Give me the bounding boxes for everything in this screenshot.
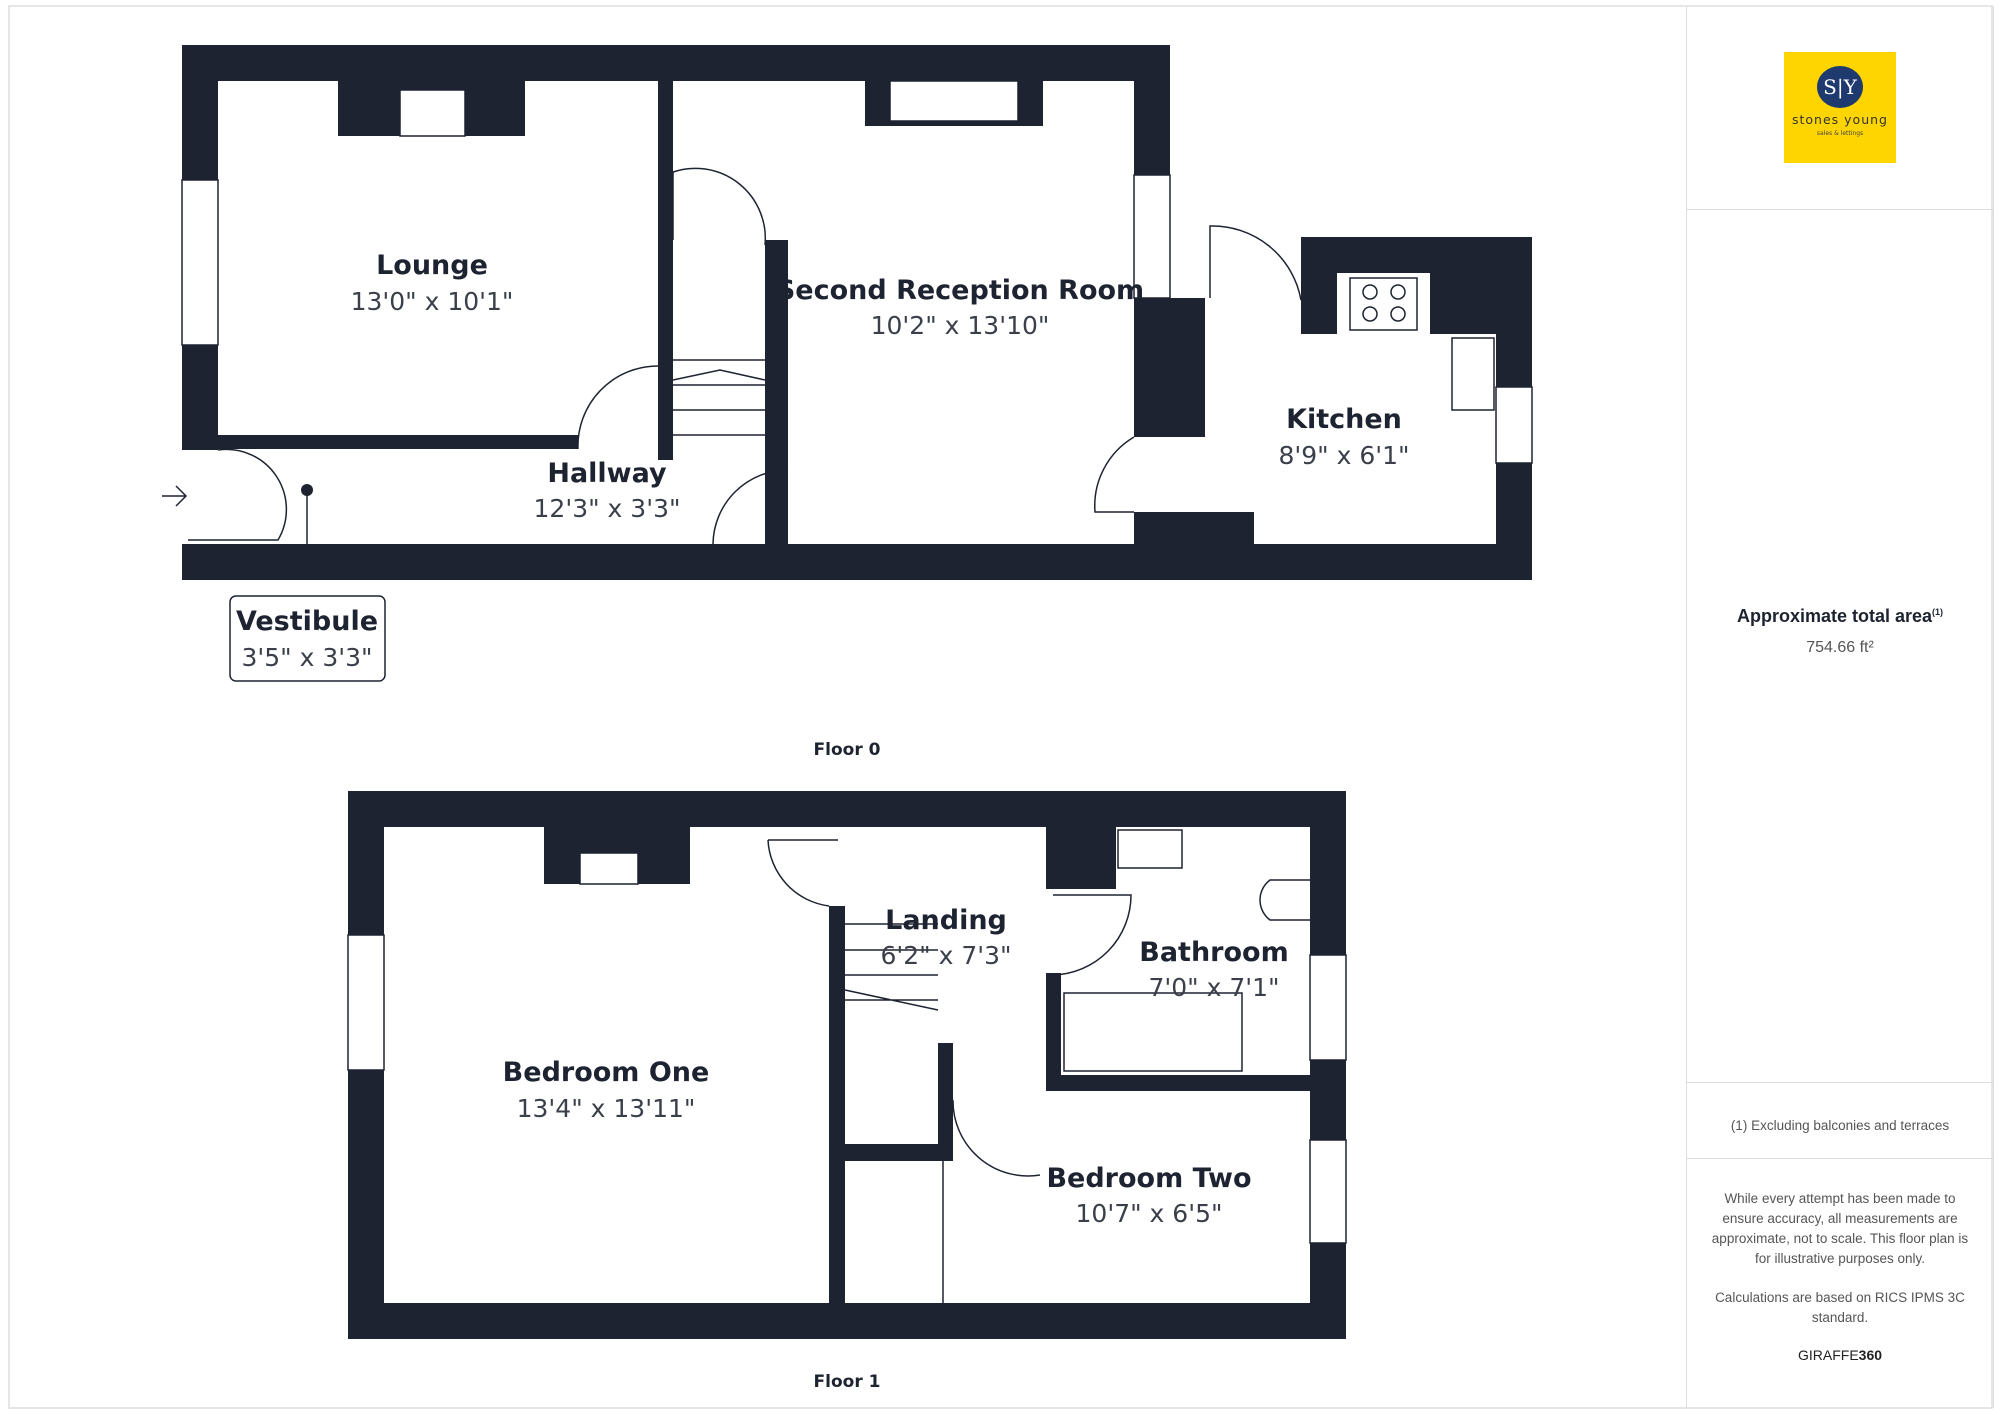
room-name-bathroom: Bathroom [1139, 937, 1288, 968]
floor-0-walls [162, 45, 1533, 580]
giraffe360-brand: GIRAFFE360 [1797, 1347, 1883, 1363]
vestibule-label-box [229, 595, 386, 682]
logo-tagline: sales & lettings [1816, 130, 1864, 137]
logo-monogram: S|Y [1817, 66, 1863, 108]
room-dims-bedroom-one: 13'4" x 13'11" [517, 1094, 696, 1123]
divider [1687, 1158, 1993, 1159]
room-name-lounge: Lounge [376, 250, 488, 281]
room-name-hallway: Hallway [547, 458, 667, 489]
footnote: (1) Excluding balconies and terraces [1730, 1118, 1950, 1133]
room-dims-bathroom: 7'0" x 7'1" [1148, 973, 1279, 1002]
room-name-second-reception: Second Reception Room [776, 275, 1144, 306]
room-dims-vestibule: 3'5" x 3'3" [241, 643, 372, 672]
page-frame [8, 5, 1993, 1409]
floor-1-labels: Landing 6'2" x 7'3" Bathroom 7'0" x 7'1"… [503, 905, 1289, 1392]
divider [1687, 209, 1993, 210]
room-dims-bedroom-two: 10'7" x 6'5" [1076, 1199, 1223, 1228]
info-panel: S|Y stones young sales & lettings Approx… [1686, 6, 1994, 1408]
room-name-kitchen: Kitchen [1286, 404, 1402, 435]
room-name-bedroom-two: Bedroom Two [1046, 1163, 1251, 1194]
divider [1687, 1082, 1993, 1083]
area-label: Approximate total area(1) [1736, 606, 1944, 626]
floor-0-labels: Lounge 13'0" x 10'1" Second Reception Ro… [229, 250, 1410, 760]
room-dims-landing: 6'2" x 7'3" [880, 941, 1011, 970]
calculations-note: Calculations are based on RICS IPMS 3C s… [1715, 1290, 1965, 1325]
room-name-vestibule: Vestibule [236, 606, 378, 637]
room-dims-lounge: 13'0" x 10'1" [351, 287, 514, 316]
floor-1-label: Floor 1 [814, 1372, 881, 1392]
stones-young-logo: S|Y stones young sales & lettings [1784, 52, 1896, 163]
area-value: 754.66 ft² [1806, 639, 1874, 656]
disclaimer: While every attempt has been made to ens… [1711, 1191, 1969, 1266]
room-dims-hallway: 12'3" x 3'3" [534, 494, 681, 523]
room-name-bedroom-one: Bedroom One [503, 1057, 710, 1088]
floor-1-walls [347, 791, 1347, 1339]
room-name-landing: Landing [885, 905, 1007, 936]
floor-0-label: Floor 0 [814, 740, 881, 760]
room-dims-kitchen: 8'9" x 6'1" [1278, 441, 1409, 470]
room-dims-second-reception: 10'2" x 13'10" [871, 311, 1050, 340]
logo-name: stones young [1792, 112, 1888, 127]
